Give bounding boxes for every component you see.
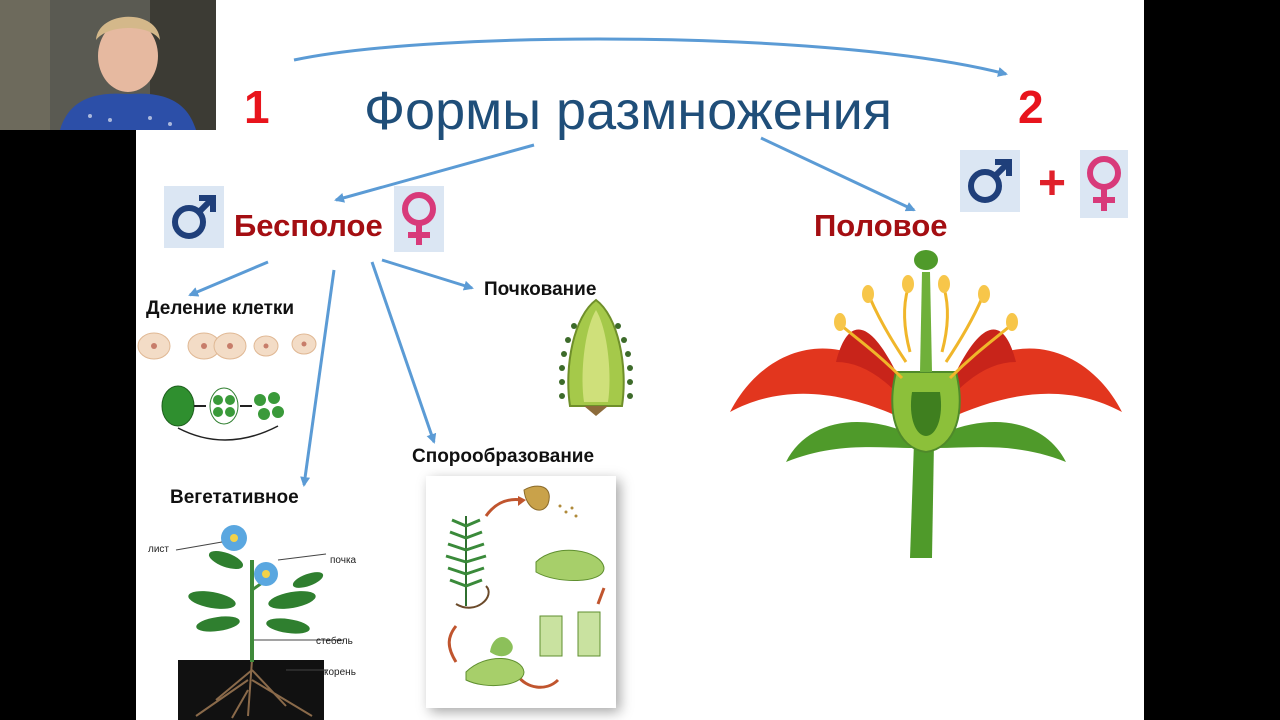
arrow-to-vegetative (300, 269, 336, 487)
arrow-to-budding (381, 258, 474, 291)
plant-label-root: корень (324, 667, 356, 678)
male-symbol-icon-2 (960, 150, 1020, 212)
arrow-to-spore (370, 261, 437, 444)
number-one: 1 (244, 81, 270, 133)
arrows-layer (188, 37, 1008, 487)
spore-formation-label: Спорообразование (412, 446, 595, 467)
female-symbol-icon-2 (1080, 150, 1128, 218)
arrow-title-to-asexual (334, 143, 535, 203)
sexual-heading: Половое (814, 208, 948, 243)
male-symbol-icon (164, 186, 224, 248)
arrow-title-to-sexual (760, 136, 916, 212)
plant-label-bud: почка (330, 555, 357, 566)
cell-division-illustration (137, 332, 317, 441)
plant-label-leaf: лист (148, 544, 170, 555)
webcam-video (0, 0, 216, 130)
asexual-heading: Бесполое (234, 208, 383, 243)
slide-title: Формы размножения (364, 81, 893, 141)
vegetative-label: Вегетативное (170, 487, 299, 508)
plant-label-stem: стебель (316, 636, 353, 647)
arrow-1-to-2 (293, 37, 1008, 77)
arrow-to-cell-division (188, 260, 269, 297)
cell-division-label: Деление клетки (146, 298, 295, 319)
budding-label: Почкование (484, 279, 597, 300)
presentation-slide: Формы размножения 1 2 Бесполое Половое + (136, 0, 1144, 720)
number-two: 2 (1018, 81, 1044, 133)
vegetative-plant-illustration: лист почка стебель корень (136, 520, 366, 720)
budding-illustration (559, 298, 633, 416)
flower-illustration (730, 250, 1122, 558)
spore-formation-illustration (426, 476, 616, 708)
plus-sign: + (1038, 157, 1067, 210)
female-symbol-icon (394, 186, 444, 252)
